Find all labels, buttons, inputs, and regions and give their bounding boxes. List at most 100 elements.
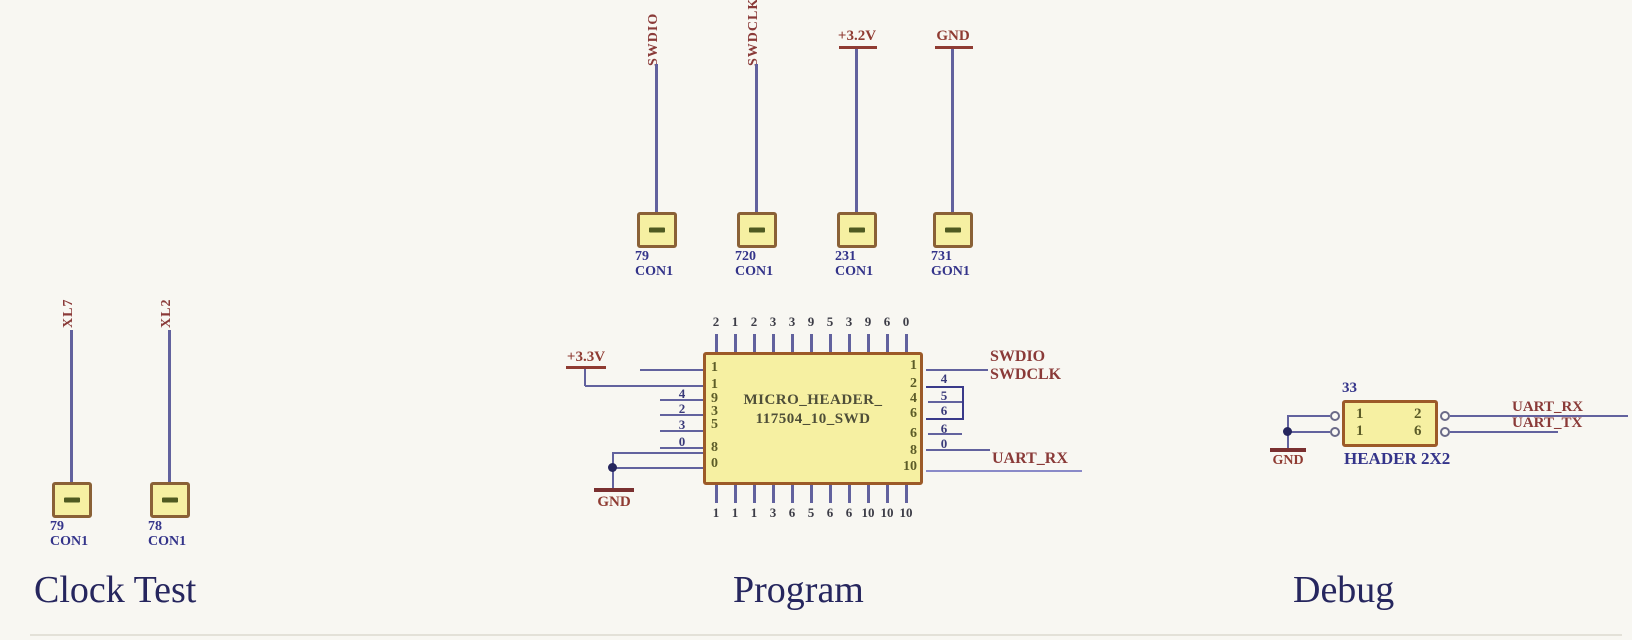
pin-number: 3: [845, 314, 853, 329]
section-title-debug: Debug: [1293, 569, 1395, 611]
refdes-label: CON1: [635, 264, 674, 279]
wire: [928, 401, 962, 403]
pin-number: 3: [678, 417, 686, 432]
pin-stub: [753, 485, 756, 503]
refdes-label: GON1: [931, 264, 970, 279]
pin-number: 1: [1356, 423, 1364, 439]
section-title-program: Program: [733, 569, 864, 611]
wire: [585, 385, 703, 387]
pin-number: 1: [910, 358, 917, 373]
net-label-uart-rx: UART_RX: [992, 450, 1068, 467]
pin-number: 10: [861, 505, 875, 520]
pin-number: 10: [880, 505, 894, 520]
pin-stub: [886, 485, 889, 503]
power-bar-icon: [839, 46, 877, 49]
section-title-clock-test: Clock Test: [34, 569, 197, 611]
pin-terminal-icon: [1440, 427, 1450, 437]
pin-number: 6: [1414, 423, 1422, 439]
pin-number: 0: [902, 314, 910, 329]
pin-number: 6: [940, 403, 948, 418]
power-bar-icon: [935, 46, 973, 49]
pin-number: 9: [807, 314, 815, 329]
pin-number: 3: [711, 404, 718, 419]
pin-number: 2: [910, 376, 917, 391]
wire: [660, 399, 703, 401]
pin-number: 2: [750, 314, 758, 329]
pin-number: 731: [931, 249, 952, 264]
pin-number: 6: [883, 314, 891, 329]
wire: [613, 467, 703, 469]
pin-number: 3: [769, 314, 777, 329]
ground-net-label: GND: [1272, 453, 1304, 468]
pin-pad-icon: [849, 227, 865, 233]
pin-number: 2: [678, 401, 686, 416]
pin-number: 5: [711, 417, 718, 432]
sheet-edge-line: [30, 634, 1622, 636]
pin-stub: [772, 334, 775, 352]
pin-number: 6: [940, 421, 948, 436]
pin-number: 3: [769, 505, 777, 520]
pin-stub: [905, 334, 908, 352]
pin-stub: [772, 485, 775, 503]
wire: [926, 386, 964, 388]
pin-number: 2: [712, 314, 720, 329]
pin-number: 6: [845, 505, 853, 520]
pin-number: 231: [835, 249, 856, 264]
pin-terminal-icon: [1330, 427, 1340, 437]
wire: [1288, 415, 1330, 417]
pin-number: 1: [711, 360, 718, 375]
pin-number: 0: [678, 434, 686, 449]
testpoint-connector[interactable]: [150, 482, 190, 518]
pin-number: 3: [788, 314, 796, 329]
wire: [660, 447, 703, 449]
pin-stub: [715, 485, 718, 503]
testpoint-connector[interactable]: [637, 212, 677, 248]
pin-pad-icon: [945, 227, 961, 233]
pin-stub: [848, 485, 851, 503]
net-label-swdio: SWDIO: [990, 348, 1046, 365]
wire: [168, 330, 171, 482]
wire: [755, 64, 758, 212]
pin-number: 78: [148, 519, 162, 534]
pin-number: 4: [678, 386, 686, 401]
testpoint-connector[interactable]: [933, 212, 973, 248]
pin-number: 8: [711, 440, 718, 455]
wire: [1288, 431, 1330, 433]
refdes-label: CON1: [835, 264, 874, 279]
net-label-uart-rx: UART_RX: [1512, 399, 1584, 415]
ground-bar-icon: [594, 488, 634, 492]
component-micro-header[interactable]: [703, 352, 923, 485]
pin-number: 1: [750, 505, 758, 520]
part-label: HEADER 2X2: [1344, 449, 1451, 468]
pin-pad-icon: [749, 227, 765, 233]
pin-number: 4: [910, 391, 917, 406]
pin-number: 0: [940, 436, 948, 451]
pin-pad-icon: [64, 497, 80, 503]
testpoint-connector[interactable]: [737, 212, 777, 248]
ground-net-label: GND: [936, 28, 970, 44]
wire: [613, 452, 703, 454]
power-net-label: +3.3V: [566, 349, 606, 365]
power-bar-icon: [566, 366, 606, 369]
net-label-swdio: SWDIO: [646, 12, 661, 66]
pin-stub: [734, 485, 737, 503]
testpoint-connector[interactable]: [52, 482, 92, 518]
wire: [655, 64, 658, 212]
pin-stub: [829, 485, 832, 503]
designator-label: 33: [1342, 380, 1357, 396]
pin-stub: [867, 485, 870, 503]
pin-number: 10: [899, 505, 913, 520]
pin-number: 6: [788, 505, 796, 520]
pin-number: 5: [826, 314, 834, 329]
pin-number: 1: [1356, 406, 1364, 422]
pin-stub: [905, 485, 908, 503]
testpoint-connector[interactable]: [837, 212, 877, 248]
pin-number: 9: [864, 314, 872, 329]
pin-number: 1: [731, 505, 739, 520]
pin-number: 6: [910, 406, 917, 421]
ground-net-label: GND: [597, 494, 631, 510]
pin-number: 6: [826, 505, 834, 520]
component-header-2x2[interactable]: [1342, 400, 1438, 447]
wire: [962, 386, 964, 420]
